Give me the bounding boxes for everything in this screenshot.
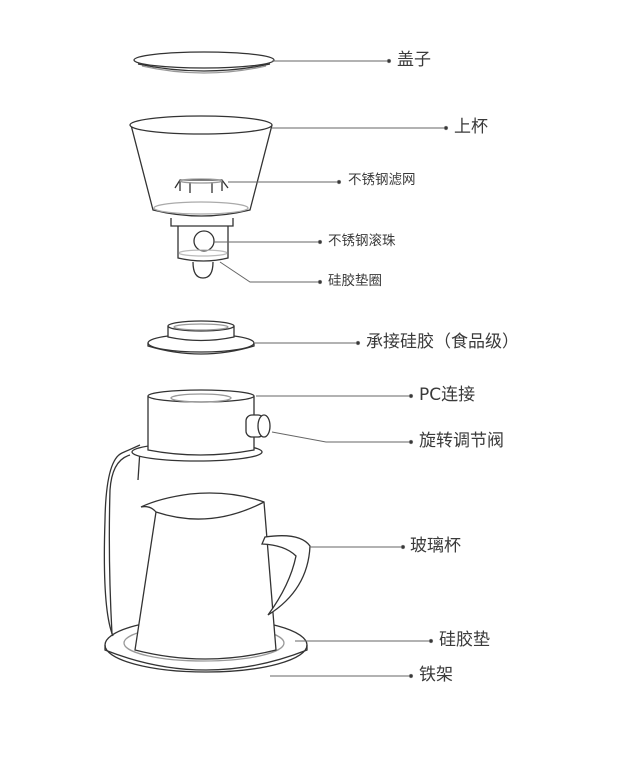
label-upper-cup: 上杯 xyxy=(454,117,488,137)
label-lid: 盖子 xyxy=(397,50,431,70)
label-pc-connector: PC连接 xyxy=(419,385,476,405)
lid-part xyxy=(133,51,275,74)
upper-cup-part xyxy=(129,115,273,279)
label-silicone-pad: 硅胶垫 xyxy=(439,630,490,650)
label-glass-cup: 玻璃杯 xyxy=(410,536,461,556)
stand-assembly xyxy=(103,389,311,673)
label-rotary-valve: 旋转调节阀 xyxy=(419,431,504,451)
label-steel-filter: 不锈钢滤网 xyxy=(348,172,416,188)
label-silicone-ring: 硅胶垫圈 xyxy=(328,273,382,289)
leader-lines xyxy=(214,58,449,679)
label-iron-stand: 铁架 xyxy=(419,665,453,685)
label-steel-ball: 不锈钢滚珠 xyxy=(328,233,396,249)
silicone-holder-part xyxy=(147,320,255,355)
label-silicone-holder: 承接硅胶（食品级） xyxy=(366,332,519,352)
